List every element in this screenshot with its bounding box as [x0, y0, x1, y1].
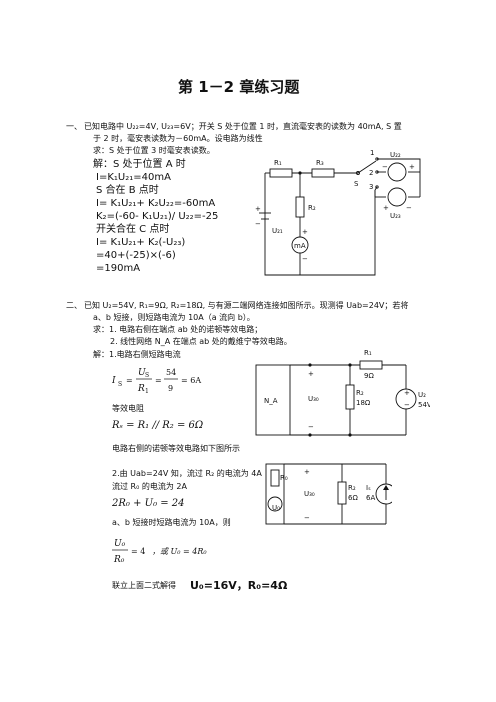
label-minus: − — [304, 514, 310, 522]
label-plus: + — [308, 370, 314, 378]
label-R2-value: 6Ω — [348, 494, 358, 502]
label-U2: U₂ — [418, 391, 426, 399]
p1-solution-line: =190mA — [96, 263, 141, 274]
label-R3: R₃ — [316, 159, 324, 167]
p1-solution-line: S 合在 B 点时 — [96, 185, 159, 196]
label-plus: + — [409, 163, 415, 171]
page-title: 第 1－2 章练习题 — [178, 78, 300, 96]
circuit-diagram-3: R₀ U₀ + U₃₀ − R₂ 6Ω Iₛ 6A — [265, 463, 392, 525]
circuit-diagram-1: R₁ R₃ R₂ mA S 1 2 3 U₂₁ U₂₂ U₂₃ + − + − … — [255, 149, 421, 276]
equation-short-circuit-current: I S = U S R 1 = 54 9 = 6A — [112, 368, 201, 395]
eq-denominator: 9 — [168, 384, 173, 393]
problem-2-number: 二、 — [66, 301, 82, 310]
eq-subscript: S — [145, 372, 149, 379]
label-pos-1: 1 — [370, 149, 374, 157]
label-pos-3: 3 — [369, 183, 373, 191]
short-circuit-statement: a、b 短接时短路电流为 10A，则 — [112, 518, 231, 527]
part-2-line-2: 流过 R₀ 的电流为 2A — [112, 482, 187, 491]
label-U2-value: 54V — [418, 401, 430, 409]
eq-denominator: R — [137, 384, 145, 394]
eq-result: = 6A — [181, 376, 201, 385]
label-Uab: U₃₀ — [308, 395, 319, 403]
label-U0: U₀ — [272, 504, 280, 512]
label-plus: + — [304, 468, 310, 476]
final-result: U₀=16V，R₀=4Ω — [190, 579, 288, 592]
eq-numerator: U — [138, 368, 146, 378]
label-Is: Iₛ — [366, 484, 371, 492]
eq-denominator: R₀ — [113, 555, 125, 565]
label-R2: R₂ — [308, 204, 316, 212]
label-R1: R₁ — [364, 349, 372, 357]
label-NA: N_A — [264, 397, 278, 405]
label-R2-value: 18Ω — [356, 399, 371, 407]
label-minus: − — [308, 423, 314, 431]
problem-2-line-2: a、b 短接，则短路电流为 10A（a 流向 b）。 — [93, 313, 255, 322]
problem-1-line-3: 求：S 处于位置 3 时毫安表读数。 — [93, 146, 215, 155]
p1-solution-line: =40+(-25)×(-6) — [96, 250, 176, 261]
label-R1-value: 9Ω — [364, 372, 374, 380]
eq-subscript: S — [118, 381, 122, 388]
circuit-diagram-2: N_A + U₃₀ − R₁ 9Ω R₂ 18Ω U₂ 54V + − — [255, 349, 430, 437]
label-plus: + — [404, 389, 410, 397]
label-U23: U₂₃ — [390, 212, 401, 220]
label-Is-value: 6A — [366, 494, 375, 502]
eq-alternative: ，或 U₀ = 4R₀ — [152, 547, 207, 556]
label-plus: + — [255, 205, 261, 213]
part-2-line-1: 2.由 Uab=24V 知，流过 R₂ 的电流为 4A — [112, 469, 262, 478]
label-plus: + — [302, 228, 308, 236]
label-minus: − — [382, 163, 388, 171]
label-U22: U₂₂ — [390, 151, 401, 159]
label-mA: mA — [294, 242, 306, 250]
p1-solution-line: I= K₁U₂₁+ K₂U₂₂=-60mA — [96, 198, 216, 209]
svg-text:=: = — [155, 376, 162, 385]
label-R1: R₁ — [274, 159, 282, 167]
p1-solution-line: 解：S 处于位置 A 时 — [93, 159, 186, 170]
problem-1-number: 一、 — [66, 122, 82, 131]
problem-1-line-2: 于 2 时，毫安表读数为－60mA。设电路为线性 — [93, 134, 263, 143]
label-minus: − — [255, 220, 261, 228]
svg-text:=: = — [126, 376, 133, 385]
equation-thevenin-1: 2R₀ + U₀ = 24 — [112, 498, 185, 509]
problem-2-question-1: 求：1. 电路右侧在端点 ab 处的诺顿等效电路； — [93, 325, 263, 334]
problem-2-line-1: 已知 U₂=54V, R₁=9Ω, R₂=18Ω, 与有源二端网络连接如图所示。… — [84, 301, 409, 310]
label-minus: − — [302, 255, 308, 263]
label-plus: + — [383, 204, 389, 212]
problem-1-line-1: 已知电路中 U₂₂=4V, U₂₃=6V；开关 S 处于位置 1 时，直流毫安表… — [84, 122, 402, 131]
p1-solution-line: I=K₁U₂₁=40mA — [96, 172, 171, 183]
p1-solution-line: I= K₁U₂₁+ K₂(-U₂₃) — [96, 237, 186, 248]
label-Uab: U₃₀ — [304, 490, 315, 498]
p1-solution-line: 开关合在 C 点时 — [96, 224, 170, 235]
equation-equiv-resistance: Rₛ = R₁ // R₂ = 6Ω — [112, 420, 204, 431]
p1-solution-line: K₂=(-60- K₁U₂₁)/ U₂₂=-25 — [96, 211, 219, 222]
p2-solution-part-1: 解：1.电路右侧短路电流 — [93, 350, 181, 359]
label-minus: − — [404, 401, 410, 409]
eq-subscript: 1 — [145, 388, 149, 395]
norton-description: 电路右侧的诺顿等效电路如下图所示 — [112, 444, 240, 453]
final-label: 联立上面二式解得 — [112, 581, 176, 590]
label-R2: R₂ — [356, 389, 364, 397]
equiv-resistance-label: 等效电阻 — [112, 404, 144, 413]
label-U21: U₂₁ — [272, 227, 283, 235]
label-minus: − — [406, 204, 412, 212]
eq-numerator: U₀ — [114, 539, 126, 549]
eq-symbol: I — [112, 376, 116, 386]
label-switch-S: S — [354, 180, 359, 188]
label-R2: R₂ — [348, 484, 356, 492]
equation-thevenin-2: U₀ R₀ = 4 ，或 U₀ = 4R₀ — [112, 539, 207, 565]
problem-2-question-2: 2. 线性网络 N_A 在端点 ab 处的戴维宁等效电路。 — [110, 337, 292, 346]
eq-result: = 4 — [131, 547, 145, 556]
label-pos-2: 2 — [369, 169, 373, 177]
eq-numerator: 54 — [166, 368, 176, 377]
label-R0: R₀ — [280, 474, 288, 482]
